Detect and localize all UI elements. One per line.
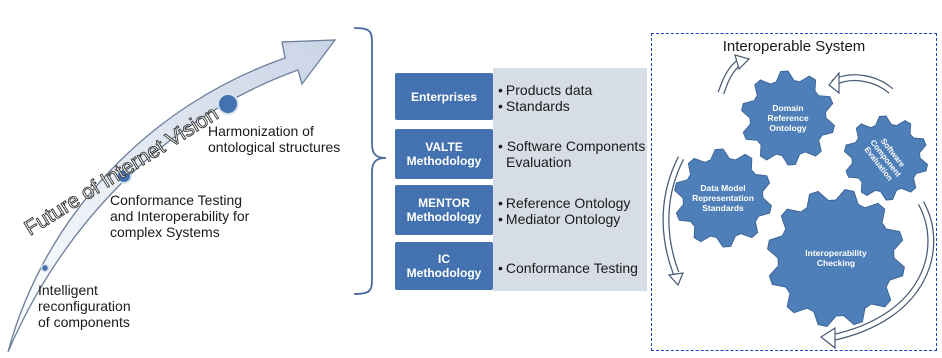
bullet-item: Conformance Testing	[498, 260, 638, 276]
gear-shape	[843, 115, 929, 201]
methodology-bullets-mentor: Reference Ontology Mediator Ontology	[498, 195, 631, 227]
milestone-label-line: of components	[38, 314, 130, 330]
methodology-name: Methodology	[406, 154, 482, 168]
grouping-bracket	[353, 27, 387, 295]
milestone-label-line: Harmonization of	[208, 123, 314, 139]
milestone-label-intelligent: Intelligent reconfiguration of component…	[38, 282, 131, 330]
methodology-name: IC	[438, 252, 450, 266]
methodology-name: Methodology	[406, 266, 482, 280]
milestone-dot-conformance	[116, 168, 132, 184]
methodology-box-ic: IC Methodology	[395, 242, 493, 290]
methodology-bullets-ic: Conformance Testing	[498, 260, 638, 276]
milestone-label-line: and Interoperability for	[110, 208, 250, 224]
methodology-name: Methodology	[406, 210, 482, 224]
milestone-label-line: Intelligent	[38, 282, 98, 298]
bullet-item: Mediator Ontology	[498, 211, 630, 227]
milestone-label-conformance: Conformance Testing and Interoperability…	[110, 192, 249, 240]
bullet-item: Standards	[498, 98, 592, 114]
milestone-dot-harmonization	[217, 93, 239, 115]
milestone-label-harmonization: Harmonization of ontological structures	[208, 123, 340, 155]
vision-arrow-graphic: Future of Internet Vision	[7, 39, 337, 353]
milestone-label-line: complex Systems	[110, 224, 220, 240]
gear-shape	[741, 70, 835, 166]
bullet-item: Reference Ontology	[498, 195, 631, 211]
interoperable-system-frame	[651, 33, 937, 351]
milestone-label-line: ontological structures	[208, 139, 341, 155]
interoperable-system-title: Interoperable System	[722, 38, 866, 55]
methodology-box-mentor: MENTOR Methodology	[395, 185, 493, 235]
gear-software-component-evaluation: SoftwareComponentEvaluation	[843, 115, 929, 201]
milestone-label-line: Conformance Testing	[110, 192, 243, 208]
methodology-name: Enterprises	[410, 89, 478, 104]
bullet-item: Products data	[498, 82, 592, 98]
methodology-bullets-valte: • Software Components Evaluation	[498, 138, 645, 170]
vision-arrow-shape	[7, 39, 337, 353]
methodology-name: VALTE	[425, 140, 463, 154]
methodology-box-enterprises: Enterprises	[395, 73, 493, 120]
bullet-item-continuation: Evaluation	[506, 154, 572, 170]
methodology-box-valte: VALTE Methodology	[395, 129, 493, 179]
gear-shape	[767, 189, 905, 327]
bullet-item: • Software Components	[498, 138, 646, 154]
methodology-bullets-enterprises: Products data Standards	[498, 82, 592, 114]
methodology-name: MENTOR	[418, 196, 470, 210]
milestone-label-line: reconfiguration	[38, 298, 131, 314]
milestone-dot-intelligent	[40, 263, 50, 273]
gear-shape	[674, 148, 772, 248]
